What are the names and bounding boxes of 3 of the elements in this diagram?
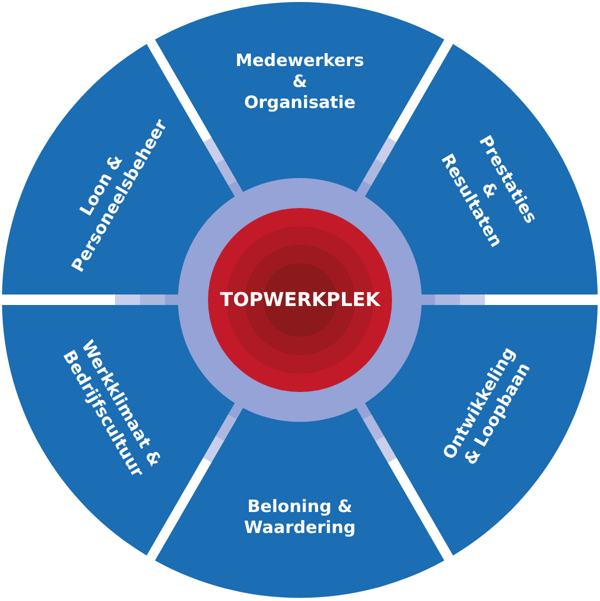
center-label: TOPWERKPLEK <box>220 289 380 311</box>
segment-label: Medewerkers & Organisatie <box>235 50 364 114</box>
segment-label: Beloning & Waardering <box>244 496 356 539</box>
